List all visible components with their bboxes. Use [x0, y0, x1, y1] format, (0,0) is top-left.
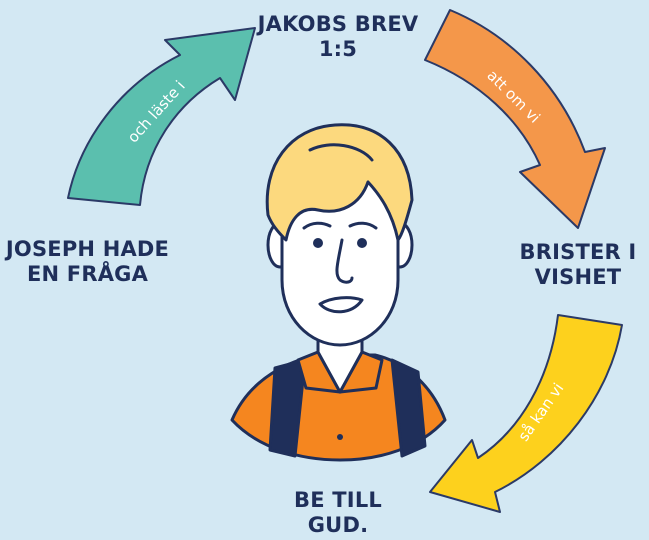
- node-right-line-1: BRISTER I: [498, 240, 649, 265]
- node-top-line-1: JAKOBS BREV: [248, 12, 428, 37]
- node-bottom-line-2: GUD.: [268, 513, 408, 538]
- node-bottom-line-1: BE TILL: [268, 488, 408, 513]
- node-bottom: BE TILL GUD.: [268, 488, 408, 538]
- arrow-top-to-right: att om vi: [425, 10, 605, 228]
- node-left-line-1: JOSEPH HADE: [0, 237, 175, 262]
- node-right-line-2: VISHET: [498, 265, 649, 290]
- node-left: JOSEPH HADE EN FRÅGA: [0, 237, 175, 287]
- arrow-left-to-top: och läste i: [68, 28, 255, 205]
- node-right: BRISTER I VISHET: [498, 240, 649, 290]
- arrow-right-to-bottom: så kan vi: [430, 315, 622, 512]
- boy-illustration: [232, 125, 445, 460]
- node-left-line-2: EN FRÅGA: [0, 262, 175, 287]
- node-top: JAKOBS BREV 1:5: [248, 12, 428, 62]
- node-top-line-2: 1:5: [248, 37, 428, 62]
